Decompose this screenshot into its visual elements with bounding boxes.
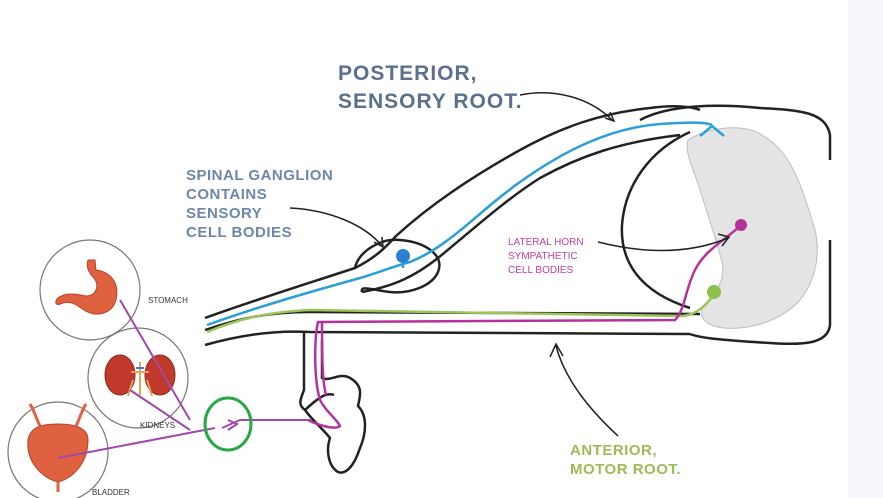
- motor-cell-body: [707, 285, 721, 299]
- anterior-root-outline: [205, 312, 700, 345]
- posterior-pointer-arrow: [520, 93, 612, 120]
- stomach-circle: [40, 240, 140, 340]
- anterior-label-line-2: MOTOR ROOT.: [570, 460, 681, 479]
- lateral-horn-label: LATERAL HORN SYMPATHETIC CELL BODIES: [508, 236, 584, 278]
- sympathetic-cell-body: [735, 219, 747, 231]
- anterior-pointer-arrowhead: [550, 344, 563, 357]
- spinal-ganglion-label: SPINAL GANGLION CONTAINS SENSORY CELL BO…: [186, 166, 333, 242]
- bladder-label: BLADDER: [92, 488, 130, 497]
- ganglion-label-line-1: SPINAL GANGLION: [186, 166, 333, 185]
- lateral-pointer-arrow: [598, 238, 728, 251]
- ganglion-label-line-3: SENSORY: [186, 204, 333, 223]
- lateral-label-line-2: SYMPATHETIC: [508, 250, 584, 264]
- anterior-pointer-arrow: [556, 346, 618, 436]
- anterior-root-label: ANTERIOR, MOTOR ROOT.: [570, 441, 681, 479]
- posterior-root-label: POSTERIOR, SENSORY ROOT.: [338, 60, 523, 116]
- gray-matter: [687, 128, 817, 329]
- ganglion-label-line-2: CONTAINS: [186, 185, 333, 204]
- highlight-circle: [205, 398, 251, 450]
- sympathetic-ganglion-outline: [300, 332, 365, 473]
- posterior-label-line-2: SENSORY ROOT.: [338, 88, 523, 116]
- lateral-label-line-1: LATERAL HORN: [508, 236, 584, 250]
- sensory-cell-body: [396, 249, 410, 263]
- ganglion-label-line-4: CELL BODIES: [186, 223, 333, 242]
- posterior-label-line-1: POSTERIOR,: [338, 60, 523, 88]
- lateral-label-line-3: CELL BODIES: [508, 264, 584, 278]
- kidneys-label: KIDNEYS: [140, 421, 175, 430]
- inner-cord-curve: [622, 132, 690, 308]
- stomach-label: STOMACH: [148, 296, 188, 305]
- anterior-label-line-1: ANTERIOR,: [570, 441, 681, 460]
